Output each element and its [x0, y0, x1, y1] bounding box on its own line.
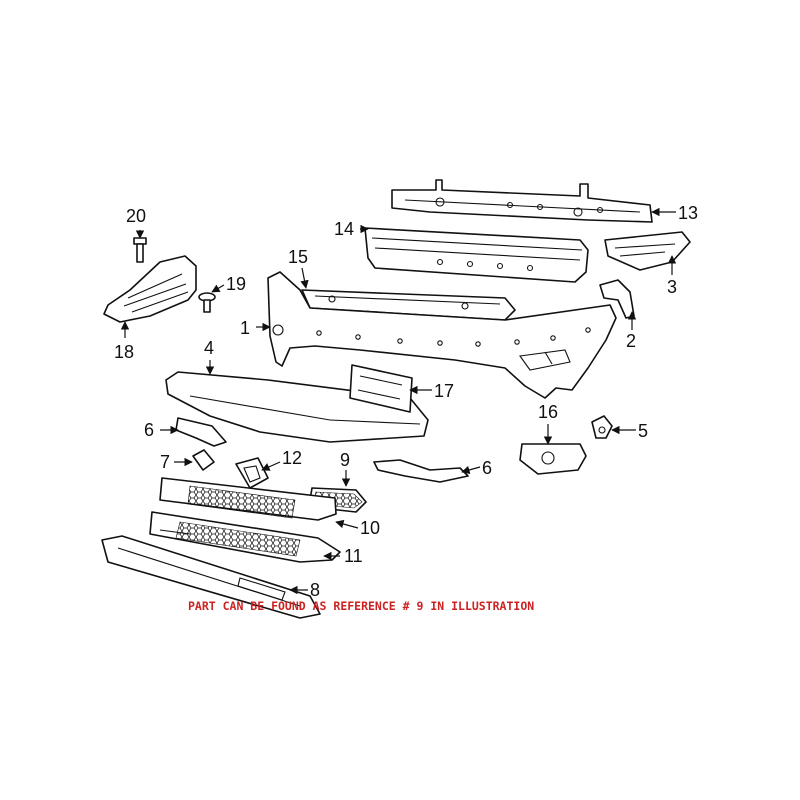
right-lower-bracket-part [373, 459, 469, 483]
sensor-part [591, 415, 613, 439]
callout-19: 19 [226, 274, 246, 294]
callout-11: 11 [344, 546, 363, 566]
reference-note: PART CAN BE FOUND AS REFERENCE # 9 IN IL… [188, 599, 534, 613]
splash-shield-part [103, 255, 197, 323]
bumper-cover-part [267, 271, 617, 399]
lower-valance-part [165, 371, 429, 443]
callout-12: 12 [282, 448, 302, 468]
callout-13: 13 [678, 203, 698, 223]
fog-lamp-part [519, 443, 587, 475]
lower-grille-lower-part [149, 511, 341, 563]
callout-8: 8 [310, 580, 320, 600]
cap-part [192, 449, 215, 471]
callout-18: 18 [114, 342, 134, 362]
energy-absorber-part [364, 227, 589, 283]
callout-2: 2 [626, 331, 636, 351]
callout-5: 5 [638, 421, 648, 441]
leader-lines [120, 207, 677, 595]
callout-17: 17 [434, 381, 454, 401]
lower-grille-part [159, 477, 337, 521]
callout-14: 14 [334, 219, 354, 239]
left-lower-bracket-part [175, 417, 227, 447]
side-bracket-part [604, 231, 691, 271]
callout-3: 3 [667, 277, 677, 297]
callout-10: 10 [360, 518, 380, 538]
callout-1: 1 [240, 318, 250, 338]
bolt-part [133, 237, 147, 263]
callout-15: 15 [288, 247, 308, 267]
push-pin-part [198, 292, 216, 313]
callout-7: 7 [160, 452, 170, 472]
fog-bezel-part [235, 457, 269, 489]
reinforcement-beam-part [391, 179, 653, 223]
callout-20: 20 [126, 206, 146, 226]
callout-4: 4 [204, 338, 214, 358]
callout-16: 16 [538, 402, 558, 422]
callout-9: 9 [340, 450, 350, 470]
skid-plate-part [101, 535, 321, 619]
callout-labels: 13 14 3 2 15 1 20 19 18 4 17 6 16 5 7 12… [114, 203, 698, 600]
callout-6-left: 6 [144, 420, 154, 440]
callout-6-right: 6 [482, 458, 492, 478]
license-bracket-part [349, 364, 413, 413]
